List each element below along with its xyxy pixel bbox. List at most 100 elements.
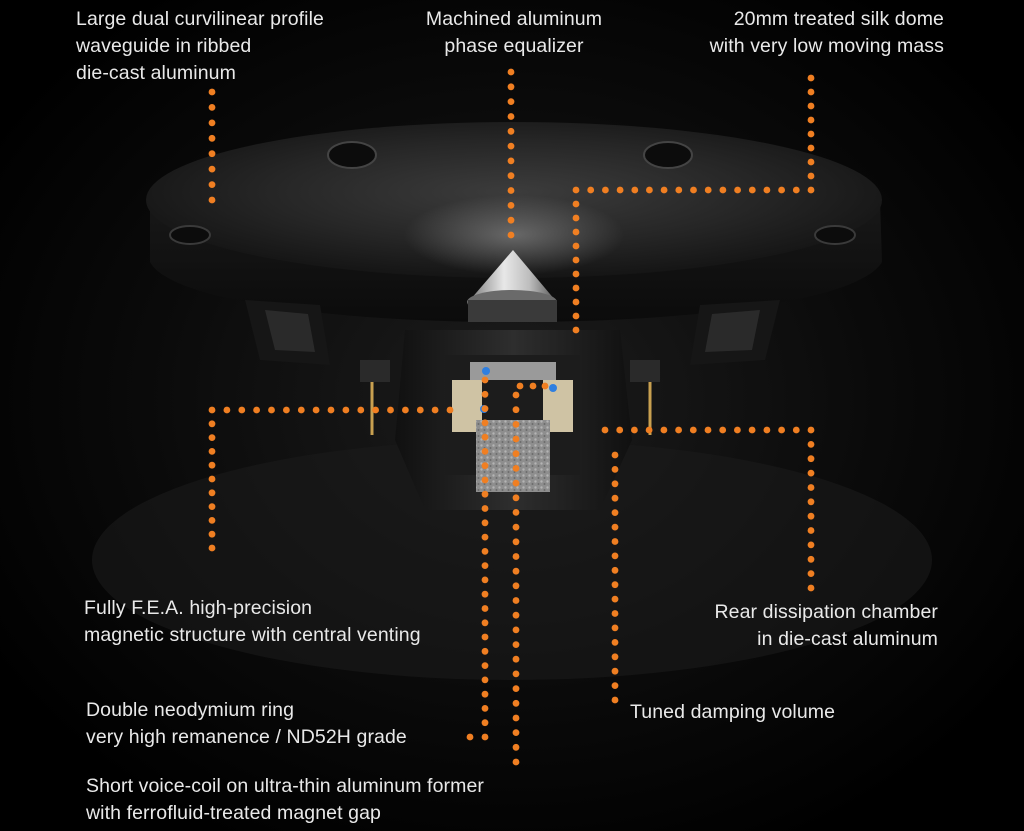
leader-dot xyxy=(481,647,489,655)
callout-line: Double neodymium ring xyxy=(86,699,295,721)
leader-dot xyxy=(507,83,515,91)
leader-dot xyxy=(807,130,815,138)
leader-dot xyxy=(807,158,815,166)
mounting-hole xyxy=(643,141,693,169)
leader-dot xyxy=(611,696,619,704)
leader-dot xyxy=(507,231,515,239)
leader-dot xyxy=(481,690,489,698)
leader-dot xyxy=(481,419,489,427)
leader-rear xyxy=(601,426,815,592)
leader-voicecoil xyxy=(512,391,520,766)
leader-dot xyxy=(807,484,815,491)
leader-dot xyxy=(807,469,815,477)
leader-dot xyxy=(481,433,489,441)
leader-dot xyxy=(512,465,520,472)
callout-voice-coil: Short voice-coil on ultra-thin aluminum … xyxy=(86,773,484,827)
leader-dot xyxy=(283,406,290,414)
leader-dot xyxy=(507,172,515,180)
leader-dot xyxy=(507,98,515,105)
leader-dot xyxy=(807,527,815,534)
leader-dot xyxy=(807,441,815,448)
callout-line: magnetic structure with central venting xyxy=(84,624,421,646)
leader-dot xyxy=(507,113,515,120)
leader-dot xyxy=(572,298,580,306)
leader-dot xyxy=(792,186,800,194)
leader-dot xyxy=(616,186,624,194)
leader-dot xyxy=(541,382,549,390)
leader-dot xyxy=(611,682,619,689)
leader-dot xyxy=(616,426,624,434)
leader-dot xyxy=(481,733,489,741)
leader-dot xyxy=(611,466,619,473)
leader-dot xyxy=(763,426,771,434)
leader-dot xyxy=(507,202,515,209)
leader-dot xyxy=(481,505,489,512)
leader-dot xyxy=(734,186,741,194)
leader-dot xyxy=(512,450,520,458)
callout-neodymium: Double neodymium ring very high remanenc… xyxy=(86,697,407,751)
callout-line: 20mm treated silk dome xyxy=(733,8,944,30)
leader-dot xyxy=(208,165,216,173)
leader-dot xyxy=(675,186,683,194)
leader-dot xyxy=(572,270,580,278)
leader-dot xyxy=(481,590,489,598)
leader-dot xyxy=(481,576,489,584)
callout-line: phase equalizer xyxy=(444,35,584,57)
callout-line: Rear dissipation chamber xyxy=(714,601,938,623)
leader-dot xyxy=(481,605,489,612)
callout-line: Tuned damping volume xyxy=(630,701,836,723)
leader-dot xyxy=(208,119,216,127)
leader-dot xyxy=(807,74,815,82)
leader-dot xyxy=(431,406,439,414)
leader-dot xyxy=(792,426,800,434)
leader-dot xyxy=(416,406,424,414)
leader-dot xyxy=(512,553,520,560)
leader-dot xyxy=(512,743,520,751)
leader-dot xyxy=(357,406,365,414)
leader-dot xyxy=(512,421,520,428)
leader-dot xyxy=(208,134,216,142)
leader-dot xyxy=(512,626,520,634)
leader-dot xyxy=(611,480,619,488)
leader-dot xyxy=(208,544,216,552)
leader-lines xyxy=(208,68,815,766)
callout-line: in die-cast aluminum xyxy=(757,628,938,650)
leader-dot xyxy=(611,667,619,675)
leader-dot xyxy=(512,714,520,722)
leader-dot xyxy=(481,476,489,484)
leader-dot xyxy=(748,426,756,434)
leader-dot xyxy=(748,186,756,194)
callout-dome: 20mm treated silk dome with very low mov… xyxy=(654,6,944,60)
callout-waveguide: Large dual curvilinear profile waveguide… xyxy=(76,6,324,87)
leader-dot xyxy=(481,719,489,727)
callout-line: very high remanence / ND52H grade xyxy=(86,726,407,748)
leader-dot xyxy=(208,434,216,441)
leader-dot xyxy=(466,733,474,741)
leader-dot xyxy=(208,530,216,538)
leader-dot xyxy=(312,406,320,414)
leader-dot xyxy=(481,462,489,470)
leader-dot xyxy=(512,729,520,736)
leader-dot xyxy=(631,426,638,434)
leader-dot xyxy=(512,509,520,516)
leader-dot xyxy=(512,758,520,766)
leader-dot xyxy=(611,653,619,661)
leader-dot xyxy=(807,498,815,506)
leader-dot xyxy=(572,326,580,334)
leader-dot xyxy=(807,186,815,194)
leader-dot xyxy=(516,382,524,390)
leader-dot xyxy=(507,68,515,76)
leader-dot xyxy=(512,435,520,443)
leader-dot xyxy=(611,509,619,516)
leader-dot xyxy=(690,186,697,194)
leader-dot xyxy=(807,555,815,563)
leader-dot xyxy=(660,426,668,434)
leader-dot xyxy=(512,391,520,399)
leader-dot xyxy=(512,670,520,678)
leader-dot xyxy=(807,455,815,463)
leader-dot xyxy=(572,200,580,208)
leader-dot xyxy=(507,187,515,194)
mounting-hole xyxy=(327,141,377,169)
leader-dot xyxy=(512,406,520,414)
shadow-glow xyxy=(92,440,932,680)
